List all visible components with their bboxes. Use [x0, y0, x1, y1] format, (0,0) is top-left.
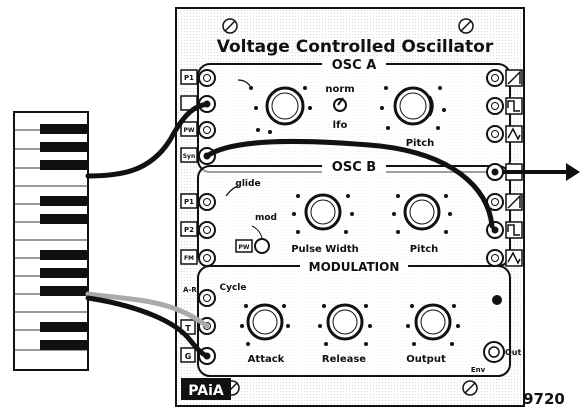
cable-keyboard-gate [85, 295, 210, 359]
svg-text:P1: P1 [184, 74, 194, 82]
svg-text:P1: P1 [184, 198, 194, 206]
keyboard-black-keys [40, 124, 88, 350]
osc-a-switch-norm-label: norm [325, 84, 354, 95]
output-arrow-icon [503, 163, 580, 181]
cable-keyboard-cv [85, 101, 210, 179]
triangle-wave-icon [486, 249, 523, 267]
svg-text:A-R: A-R [183, 286, 197, 294]
jack-osc-b-p2: P2 [180, 221, 216, 239]
modulation-led [492, 295, 502, 305]
square-wave-icon [486, 221, 523, 239]
modulation-output-label: Output [406, 354, 446, 365]
svg-text:PW: PW [238, 244, 249, 251]
cable-keyboard-trigger-grey [85, 291, 210, 329]
svg-text:Syn: Syn [183, 153, 196, 160]
ramp-wave-icon [486, 69, 523, 87]
square-wave-icon [486, 97, 523, 115]
jack-osc-a-pw: PW [180, 121, 216, 139]
osc-b-controls: glide mod PW Pulse Width Pitch [225, 179, 452, 255]
osc-a-switch-lfo-label: lfo [333, 120, 348, 131]
svg-text:FM: FM [184, 255, 194, 262]
svg-text:G: G [185, 352, 192, 361]
modulation-controls: Cycle Attack Release Output Env Out [220, 283, 522, 374]
jack-mod-ar: A-R [183, 286, 216, 307]
osc-a-controls: norm lfo Pitch [237, 79, 446, 149]
module-number: 9720 [523, 390, 565, 408]
ramp-wave-icon [486, 193, 523, 211]
vco-module-panel: Voltage Controlled Oscillator OSC A OSC … [175, 7, 525, 407]
svg-text:T: T [185, 324, 191, 333]
svg-text:Out: Out [505, 348, 521, 357]
patch-cables [85, 101, 495, 359]
osc-a-knob-1 [249, 86, 312, 134]
keyboard [13, 111, 89, 371]
jack-osc-b-p1: P1 [180, 193, 216, 211]
modulation-attack-label: Attack [248, 354, 285, 365]
osc-b-mod-label: mod [255, 213, 277, 223]
osc-a-waveform-switch [333, 98, 347, 112]
osc-b-pw-mod-jack [235, 239, 253, 253]
triangle-wave-icon [486, 125, 523, 143]
modulation-out-jack [483, 341, 505, 363]
jack-osc-a-p1: P1 [180, 69, 216, 87]
svg-text:PW: PW [183, 127, 194, 134]
cable-sync [204, 138, 495, 229]
jack-osc-b-fm: FM [180, 249, 216, 267]
osc-a-section [197, 63, 511, 173]
osc-b-mod-knob [254, 238, 270, 254]
modulation-title: MODULATION [309, 260, 400, 274]
paia-logo: PAiA [181, 378, 231, 400]
osc-b-pitch-label: Pitch [410, 244, 439, 255]
osc-a-pitch-label: Pitch [406, 138, 435, 149]
modulation-env-label: Env [471, 366, 486, 374]
module-title: Voltage Controlled Oscillator [217, 37, 494, 57]
osc-a-title: OSC A [332, 58, 377, 73]
osc-b-title: OSC B [332, 160, 376, 175]
modulation-cycle-label: Cycle [220, 283, 247, 293]
svg-text:P2: P2 [184, 226, 194, 234]
osc-b-glide-label: glide [235, 179, 260, 189]
osc-b-pulse-width-label: Pulse Width [291, 244, 359, 255]
modulation-release-label: Release [322, 354, 366, 365]
svg-text:PAiA: PAiA [188, 383, 224, 399]
